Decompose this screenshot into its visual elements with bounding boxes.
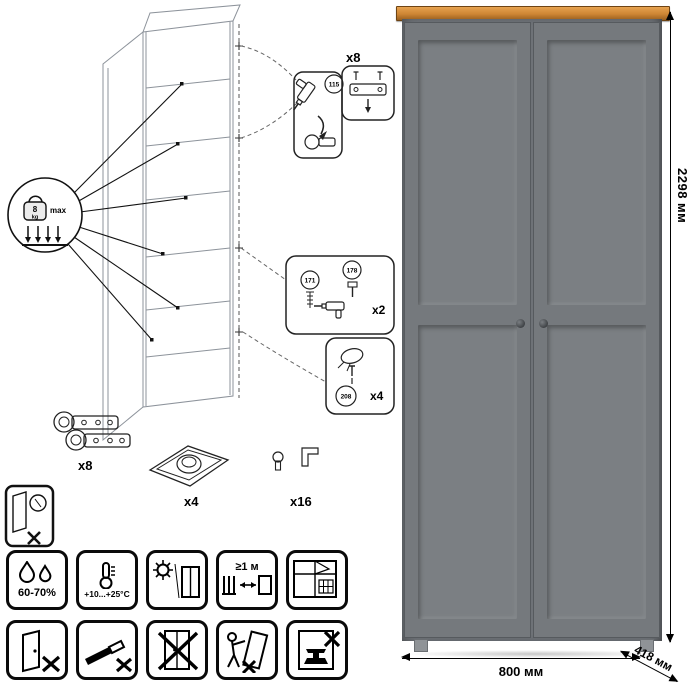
hinges-count-label: x8	[78, 458, 92, 473]
weight-max-label: max	[50, 206, 67, 215]
drill-icon	[293, 78, 316, 111]
distance-label: ≥1 м	[235, 561, 259, 573]
humidity-icon: 60-70%	[6, 550, 68, 610]
door-panel-upper	[418, 40, 517, 305]
anvil-cross-glyph	[298, 630, 341, 670]
hinge-icon	[65, 429, 131, 451]
ventilation-icon	[286, 550, 348, 610]
hinges-hardware: x8	[53, 411, 131, 473]
part-171-badge: 171	[305, 278, 316, 285]
width-dimension-line	[401, 653, 641, 661]
weight-limit-badge: 8 kg max	[7, 177, 83, 253]
person-move-cross-glyph	[227, 630, 269, 673]
humidity-label: 60-70%	[18, 587, 56, 599]
cabinet-cross-glyph	[157, 630, 199, 671]
plate-hardware: x4	[148, 445, 230, 509]
mounting-plate-icon	[148, 445, 230, 487]
hinge-plate-callout: x8	[341, 50, 395, 121]
no-direct-sunlight-icon	[146, 550, 208, 610]
hinge-icon	[53, 411, 119, 433]
hinge-install-callout: 115	[293, 71, 344, 159]
part-178-badge: 178	[347, 268, 358, 275]
screws-count-label: x2	[372, 303, 386, 317]
wardrobe-door-right	[533, 22, 660, 638]
weight-value: 8	[33, 205, 38, 214]
fasteners-callout: 171 178 x2	[285, 255, 395, 335]
shelf-pin-icon	[272, 451, 284, 471]
supports-count-label: x16	[290, 494, 312, 509]
door-knob-right	[539, 319, 548, 328]
height-dimension-line	[666, 11, 674, 643]
cam-badge: 208	[341, 394, 352, 401]
wardrobe-render	[394, 4, 690, 674]
door-detail-warning-icon	[4, 484, 55, 548]
kettlebell-icon	[28, 195, 43, 204]
wardrobe-door-left	[404, 22, 531, 638]
screw-icon	[306, 291, 314, 308]
hinge-cup-icon	[304, 134, 320, 150]
door-cross-warning-icon	[6, 620, 68, 680]
hinge-position-marks	[235, 24, 243, 398]
rotate-arrow-icon	[317, 115, 325, 135]
drill-icon-2	[314, 301, 345, 319]
bit-size-badge: 115	[329, 82, 340, 89]
cabinet-cross-warning-icon	[146, 620, 208, 680]
screws-icon	[353, 71, 383, 80]
hand-icon	[340, 348, 364, 364]
wardrobe-body	[402, 19, 662, 641]
thermometer-glyph	[99, 561, 115, 589]
door-panel-upper	[547, 40, 646, 305]
cam-count-label: x4	[370, 389, 384, 403]
wardrobe-leg	[640, 639, 654, 652]
shelf-supports-hardware: x16	[272, 447, 319, 509]
weight-unit: kg	[32, 215, 38, 221]
callout-connectors	[240, 45, 327, 383]
shelf-bracket-icon	[301, 447, 319, 467]
knife-cross-warning-icon	[76, 620, 138, 680]
window-glyph	[293, 560, 337, 598]
cam-lock-callout: 208 x4	[325, 337, 395, 415]
shelf-load-lines	[67, 82, 188, 342]
knife-cross-glyph	[85, 639, 133, 673]
door-panel-lower	[418, 325, 517, 619]
door-panel-lower	[547, 325, 646, 619]
temperature-icon: +10...+25°C	[76, 550, 138, 610]
hinge-count-label: x8	[346, 50, 360, 65]
mounting-rail-icon	[349, 83, 387, 96]
radiator-arrow-cabinet-glyph	[222, 575, 272, 595]
width-dimension-label: 800 мм	[498, 664, 544, 679]
heat-source-distance-icon: ≥1 м	[216, 550, 278, 610]
height-dimension-label: 2298 мм	[675, 168, 690, 224]
assembly-diagram: 8 kg max 115	[4, 4, 395, 548]
heavy-impact-warning-icon	[286, 620, 348, 680]
dowel-icon	[347, 281, 358, 288]
wardrobe-leg	[414, 639, 428, 652]
door-cross-glyph	[22, 629, 61, 673]
move-cabinet-warning-icon	[216, 620, 278, 680]
plates-count-label: x4	[184, 494, 199, 509]
sun-and-cabinet-glyph	[153, 560, 200, 599]
door-knob-left	[516, 319, 525, 328]
floor-shadow	[404, 650, 662, 658]
cabinet-wireframe	[102, 4, 241, 442]
water-drops-glyph	[18, 561, 52, 583]
temperature-label: +10...+25°C	[84, 588, 130, 599]
